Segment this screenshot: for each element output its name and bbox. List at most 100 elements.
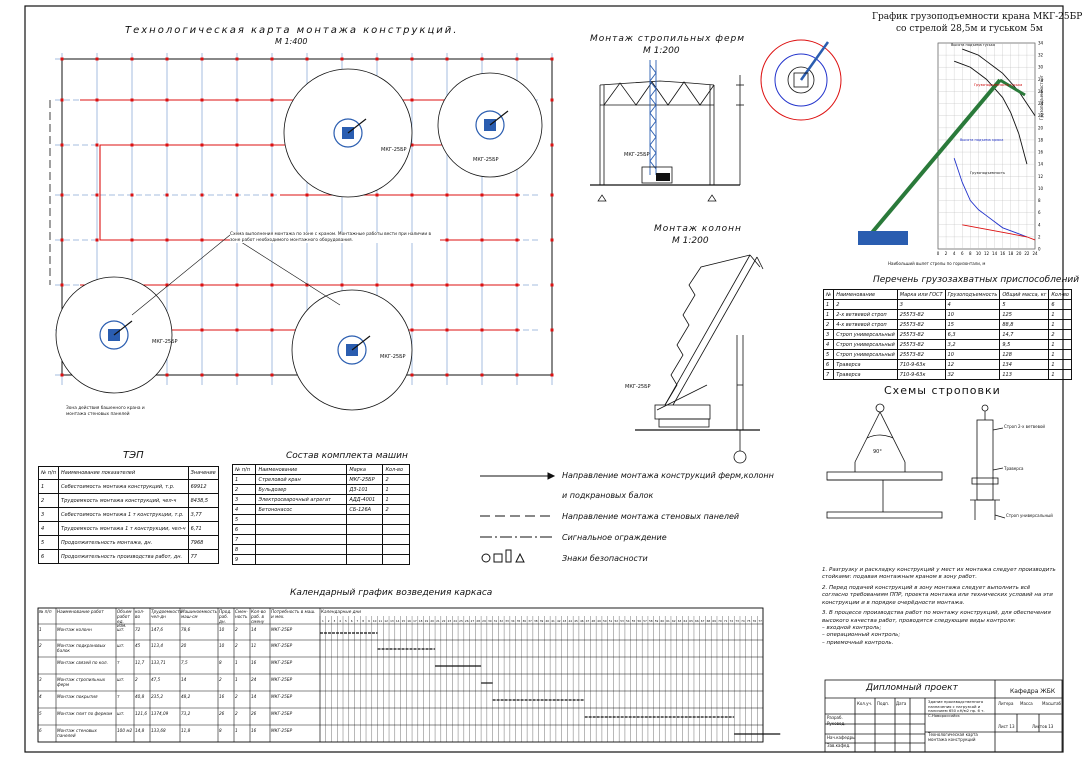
rigging-cell: 9,5: [999, 339, 1050, 350]
day-label: 23: [448, 619, 452, 623]
machines-cell: 4: [231, 504, 257, 515]
column-mark: [95, 57, 99, 61]
rigging-cell: 710-9-63к: [896, 359, 946, 370]
schedule-cell: 7,5: [181, 660, 188, 665]
rigging-cell: 6,3: [944, 329, 1001, 340]
schedule-cell: 8: [219, 728, 222, 733]
columns-scale: М 1:200: [672, 236, 709, 246]
rigging-cell: Траверса: [833, 369, 898, 380]
tep-cell: 6,71: [187, 521, 219, 536]
day-label: 34: [511, 619, 515, 623]
rigging-number-cell: 4: [944, 299, 1001, 310]
machines-cell: 2: [382, 504, 410, 515]
crane-boom: [113, 320, 133, 336]
column-mark: [200, 57, 204, 61]
tep-cell: Себестоимость монтажа конструкций, т.р.: [58, 479, 189, 494]
day-label: 11: [379, 619, 383, 623]
schedule-cell: 1: [235, 728, 238, 733]
crane-label-1: МКГ-25БР: [381, 147, 407, 153]
columns-title: Монтаж колонн: [654, 224, 742, 234]
column-mark: [445, 373, 449, 377]
day-label: 29: [482, 619, 486, 623]
schedule-cell: Монтаж колонн: [57, 627, 92, 632]
notes-block: 1. Разгрузку и раскладку конструкций у м…: [822, 567, 1058, 647]
rigging-cell: 113: [999, 369, 1050, 380]
y-tick-label: 2: [1038, 234, 1041, 239]
y-tick-label: 28: [1038, 77, 1044, 82]
x-tick-label: 22: [1024, 251, 1030, 256]
column-mark: [130, 57, 134, 61]
x-tick-label: 12: [984, 251, 990, 256]
curve-label-2: Грузоподъемность гуська: [974, 83, 1023, 87]
machines-cell: [255, 554, 348, 565]
legend-item-5: Знаки безопасности: [562, 554, 648, 563]
y-tick-label: 18: [1038, 137, 1044, 142]
schedule-header-cell: Потребность в маш. и мех.: [271, 609, 316, 619]
stamp-description: Здание производственного назначения с на…: [928, 699, 985, 718]
schedule-cell: 11,8: [181, 728, 191, 733]
machines-cell: 2: [231, 484, 257, 495]
schedule-cell: 2: [219, 677, 222, 682]
day-label: 38: [534, 619, 538, 623]
column-mark: [410, 373, 414, 377]
rigging-cell: 710-9-63к: [896, 369, 946, 380]
rigging-cell: 2: [1048, 329, 1072, 340]
day-label: 5: [345, 619, 347, 623]
stamp-col-1: Кол.уч.: [857, 701, 873, 706]
tep-cell: Продолжительность производства работ, дн…: [58, 549, 189, 564]
day-label: 24: [453, 619, 457, 623]
column-mark: [515, 57, 519, 61]
column-mark: [235, 193, 239, 197]
day-label: 27: [471, 619, 475, 623]
schedule-cell: МКГ-25БР: [271, 728, 293, 733]
note-item: 1. Разгрузку и раскладку конструкций у м…: [822, 567, 1056, 581]
series-line: [962, 224, 1036, 241]
schedule-cell: 11,7: [135, 660, 145, 665]
day-label: 47: [586, 619, 590, 623]
tep-cell: 8438,5: [187, 493, 219, 508]
schedule-title: Календарный график возведения каркаса: [290, 588, 493, 598]
machines-cell: Бетононасос: [255, 504, 348, 515]
schedule-cell: 20: [181, 643, 187, 648]
column-mark: [235, 57, 239, 61]
rigging-cell: 10: [944, 349, 1001, 360]
note-item: – операционный контроль;: [822, 632, 901, 639]
tep-table: № п/п Наименование показателей Значение …: [37, 466, 219, 564]
tep-cell: 6: [37, 549, 60, 564]
schedule-header-cell: Машиноемкость маш-см: [181, 609, 218, 619]
stamp-role-4: Нач.кафедры: [827, 735, 856, 740]
legend-item-2: и подкрановых балок: [562, 491, 654, 500]
series-line: [962, 48, 1036, 116]
series-line: [953, 157, 1028, 238]
tep-cell: Продолжительность монтажа, дн.: [58, 535, 189, 550]
schedule-header-cell: Объем работ ед. изм.: [117, 609, 132, 629]
machines-header-row: № п/п Наименование Марка Кол-во: [231, 464, 410, 475]
tep-cell: Трудоемкость монтажа конструкций, чел-ч: [58, 493, 189, 508]
column-mounting-drawing: [635, 254, 764, 464]
x-tick-label: 18: [1008, 251, 1014, 256]
rigging-cell: 1: [822, 309, 835, 320]
note-item: – входной контроль;: [822, 624, 882, 631]
schedule-cell: 2: [235, 627, 238, 632]
column-mark: [60, 373, 64, 377]
machines-cell: 1: [231, 474, 257, 485]
x-tick-label: 14: [992, 251, 998, 256]
crane-zones: [55, 68, 543, 411]
rigging-cell: 1: [1048, 369, 1072, 380]
day-label: 57: [643, 619, 647, 623]
rigging-cell: 32: [944, 369, 1001, 380]
schedule-cell: Монтаж связей по кол.: [57, 660, 108, 665]
column-mark: [480, 373, 484, 377]
machines-cell: 3: [231, 494, 257, 505]
day-label: 53: [620, 619, 624, 623]
truss-crane-label: МКГ-25БР: [624, 152, 650, 158]
day-label: 71: [724, 619, 728, 623]
schedule-header-cell: Наименование работ: [57, 609, 104, 614]
tep-title: ТЭП: [123, 450, 144, 461]
